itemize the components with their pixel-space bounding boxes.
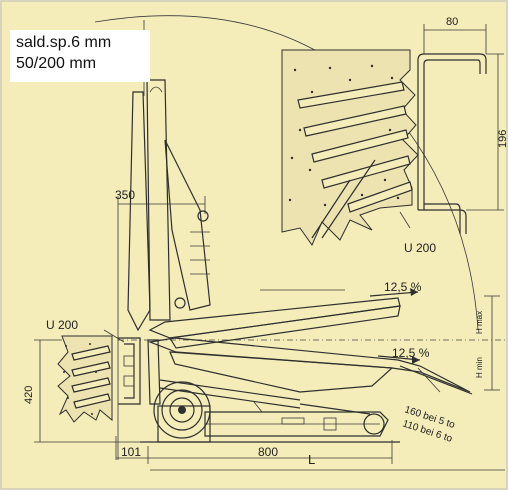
slope-label-top: 12,5 % (384, 280, 422, 294)
front-steel-profile (118, 337, 141, 405)
flap-pivot (197, 210, 209, 222)
dim-label-196: 196 (497, 130, 508, 148)
detail-view (281, 24, 504, 247)
u200-leader (399, 211, 411, 229)
dim-label-420: 420 (23, 386, 35, 404)
pit-concrete (57, 335, 113, 423)
profile-label-left: U 200 (46, 318, 78, 332)
profile-label-top: U 200 (404, 241, 436, 255)
detail-speckles (288, 64, 400, 207)
dim-label-101: 101 (121, 445, 141, 459)
detail-anchor-bars (297, 81, 413, 239)
detail-steel-profile (417, 53, 487, 234)
weld-note: sald.sp.6 mm 50/200 mm (10, 30, 150, 82)
front-u200-leader (103, 329, 125, 343)
h-max-label: H max (475, 311, 484, 334)
weld-note-line-2: 50/200 mm (16, 55, 97, 72)
slope-label-bottom: 12,5 % (392, 346, 430, 360)
dim-label-800: 800 (258, 445, 278, 459)
h-min-label: H min (475, 357, 484, 378)
deck-upper (148, 297, 401, 349)
deck-lower (147, 337, 473, 395)
dim-label-L: L (308, 452, 315, 467)
slope-arrow-top (369, 291, 419, 297)
weld-note-line-1: sald.sp.6 mm (16, 34, 112, 51)
dim-label-350: 350 (115, 188, 135, 202)
base-frame (115, 401, 400, 460)
dim-label-80: 80 (446, 16, 458, 28)
